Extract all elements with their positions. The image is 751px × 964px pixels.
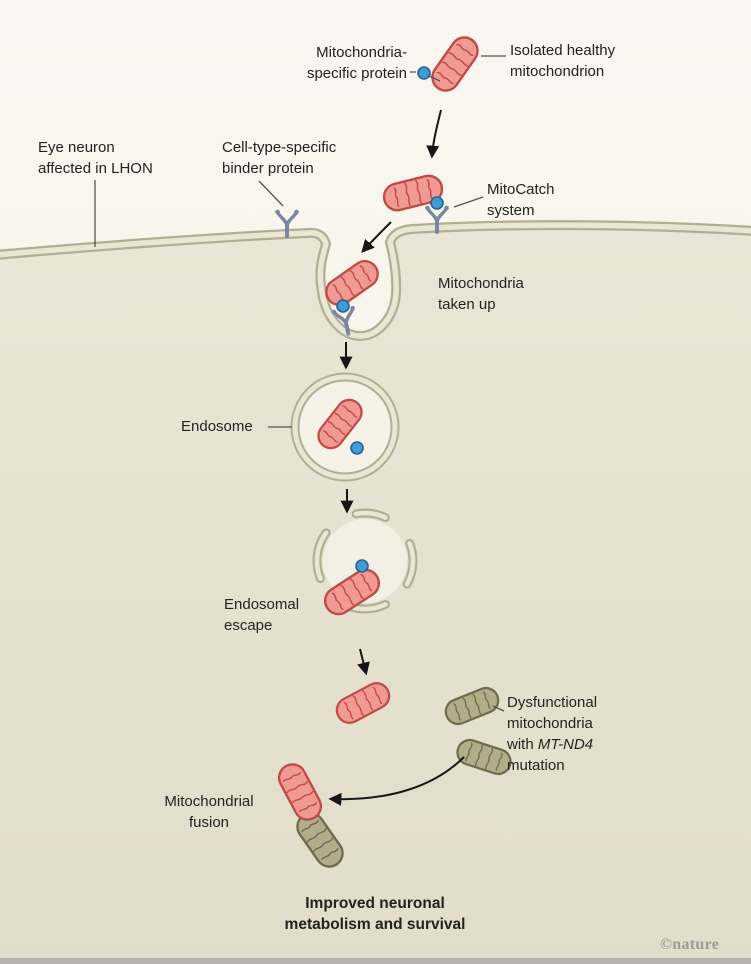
label-mitochondrial-fusion: Mitochondrial fusion [148, 791, 270, 833]
gene-name-italic: MT-ND4 [537, 736, 594, 753]
label-binder-protein: Cell-type-specific binder protein [222, 137, 336, 179]
mitochondrion-in-pit [320, 254, 384, 312]
footer-bar [0, 958, 751, 964]
label-line: metabolism and survival [284, 916, 466, 933]
label-mitochondria-specific-protein: Mitochondria- specific protein [277, 42, 407, 84]
label-line: Mitochondria- [316, 44, 407, 61]
label-line: Improved neuronal [305, 895, 445, 912]
arrow-to-fusion [328, 756, 465, 806]
label-line: Mitochondrial [164, 793, 254, 810]
label-line: Endosomal [224, 596, 300, 613]
label-mitochondria-taken-up: Mitochondria taken up [438, 273, 524, 315]
label-line: Isolated healthy [510, 42, 616, 59]
flow-arrows [328, 109, 465, 806]
arrow-uptake-approach [426, 109, 442, 159]
label-line: binder protein [222, 160, 314, 177]
label-line: with MT-ND4 [507, 736, 593, 753]
label-line: affected in LHON [38, 160, 153, 177]
arrow-to-cytoplasm [357, 648, 370, 676]
label-line: escape [224, 617, 273, 634]
label-line: MitoCatch [487, 181, 555, 198]
label-line: mutation [507, 757, 565, 774]
label-line: Mitochondria [438, 275, 524, 292]
label-line: Endosome [181, 418, 253, 435]
label-eye-neuron: Eye neuron affected in LHON [38, 137, 153, 179]
label-endosomal-escape: Endosomal escape [224, 594, 299, 636]
label-line: taken up [438, 296, 496, 313]
label-line: system [487, 202, 535, 219]
leader-lines [94, 55, 506, 712]
nature-credit: ©nature [660, 936, 720, 953]
label-line: Dysfunctional [507, 694, 598, 711]
mitochondria-specific-protein-icons [336, 66, 444, 573]
label-line: Eye neuron [38, 139, 115, 156]
isolated-healthy-mitochondrion [426, 31, 484, 97]
label-improved-outcome: Improved neuronal metabolism and surviva… [255, 893, 495, 935]
label-line: fusion [188, 814, 230, 831]
label-isolated-healthy-mitochondrion: Isolated healthy mitochondrion [510, 40, 615, 82]
arrow-into-pit [361, 221, 392, 253]
label-line: specific protein [306, 65, 407, 82]
label-line: Cell-type-specific [222, 139, 337, 156]
label-dysfunctional-mitochondria: Dysfunctional mitochondria with MT-ND4 m… [507, 692, 597, 776]
label-mitocatch-system: MitoCatch system [487, 179, 555, 221]
label-endosome: Endosome [181, 416, 253, 437]
label-fragment: with [507, 736, 538, 753]
label-line: mitochondria [507, 715, 593, 732]
label-line: mitochondrion [510, 63, 605, 80]
